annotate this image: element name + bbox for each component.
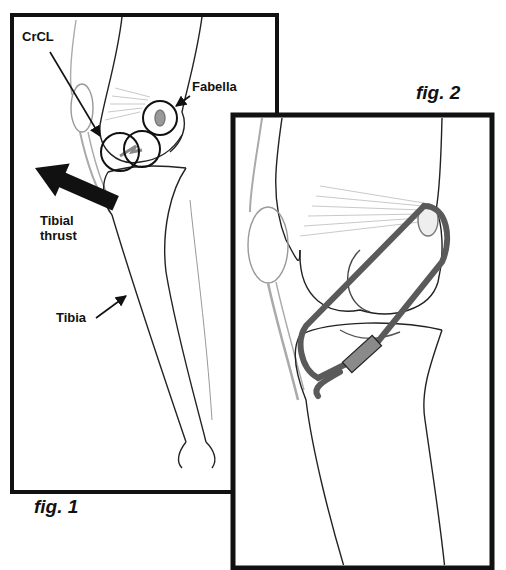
part-label: Fabella — [192, 80, 237, 95]
crimp-clamp — [342, 335, 381, 372]
part-label: CrCL — [22, 30, 54, 45]
part-label: Tibia — [56, 311, 86, 326]
knee-repair-view — [248, 118, 447, 565]
thrust-arrow — [28, 152, 123, 220]
figure-label: fig. 1 — [34, 496, 78, 518]
figure-label: fig. 2 — [416, 82, 460, 104]
part-label: Tibial thrust — [40, 214, 94, 244]
lateral-suture — [301, 206, 447, 396]
panel-frame — [233, 115, 492, 568]
